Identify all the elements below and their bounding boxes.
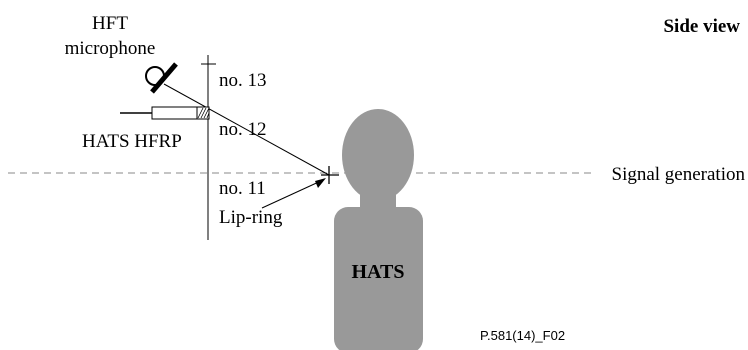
lip-ring-label: Lip-ring [219,207,283,228]
diagram-title: Side view [663,16,740,37]
hats-head [342,109,414,201]
microphone-label-line2: microphone [65,38,156,59]
lip-ring-arrowhead [315,178,326,188]
hats-torso [334,207,423,350]
position-12-label: no. 12 [219,119,267,140]
hats-figure [334,109,423,350]
hats-label: HATS [352,261,405,283]
hfrp-label: HATS HFRP [82,131,182,152]
figure-id: P.581(14)_F02 [480,328,565,343]
signal-generation-label: Signal generation [612,164,746,185]
mic-to-lip-line [163,83,330,176]
microphone-label-line1: HFT [92,13,128,34]
microphone-icon [145,62,178,94]
position-13-label: no. 13 [219,70,267,91]
position-11-label: no. 11 [219,178,266,199]
hfrp-probe-icon [120,106,210,120]
lip-ring-marker [321,166,339,184]
lip-ring-leader [261,179,324,209]
